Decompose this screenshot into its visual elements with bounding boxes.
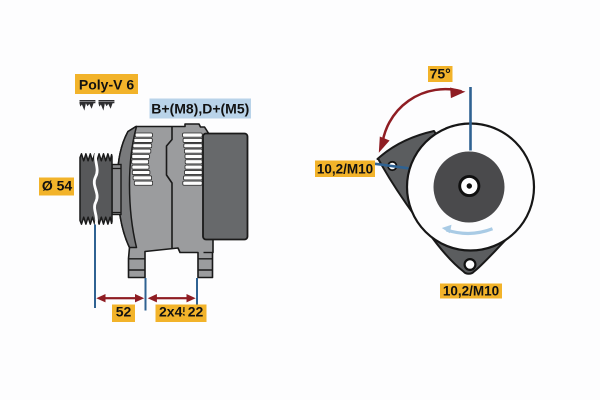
svg-text:10,2/M10: 10,2/M10: [317, 161, 373, 176]
svg-text:22: 22: [188, 304, 204, 320]
svg-text:Poly-V 6: Poly-V 6: [79, 77, 134, 93]
svg-text:B+(M8),D+(M5): B+(M8),D+(M5): [151, 101, 249, 117]
svg-text:Ø 54: Ø 54: [42, 178, 73, 194]
svg-text:52: 52: [116, 304, 132, 320]
svg-text:10,2/M10: 10,2/M10: [443, 284, 499, 299]
svg-text:75°: 75°: [430, 65, 451, 81]
